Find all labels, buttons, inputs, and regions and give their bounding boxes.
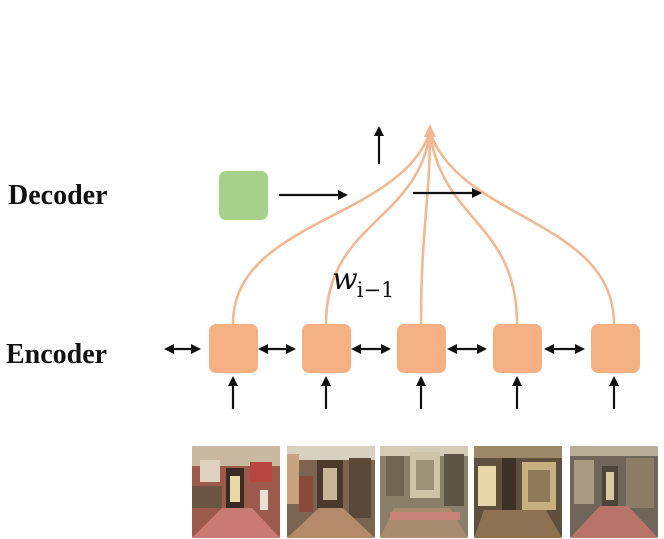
w-subscript: i−1 [356,278,395,302]
panorama-5-image [570,446,658,538]
input-arrows [228,376,619,409]
encoder-block-3 [397,324,446,373]
panorama-2-image [287,446,375,538]
encoder-blocks [209,324,640,373]
attention-connections [231,131,616,325]
panorama-4-image [474,446,562,538]
connection-2 [324,131,432,325]
encoder-block-5 [591,324,640,373]
panorama-1-image [192,446,280,538]
encoder-block-2 [302,324,351,373]
encoder-label: Encoder [6,339,108,370]
w-i-minus-1-label: wi−1 [332,262,394,302]
connection-5 [428,131,616,325]
encoder-block-4 [493,324,542,373]
panorama-3-image [380,446,468,538]
connection-1 [231,131,432,325]
decoder-label: Decoder [8,180,108,211]
output-arrowhead [424,124,436,137]
connection-4 [428,131,519,325]
encoder-block-1 [209,324,258,373]
decoder-block [219,171,268,220]
connection-3 [419,131,432,325]
w-variable: w [332,262,358,297]
